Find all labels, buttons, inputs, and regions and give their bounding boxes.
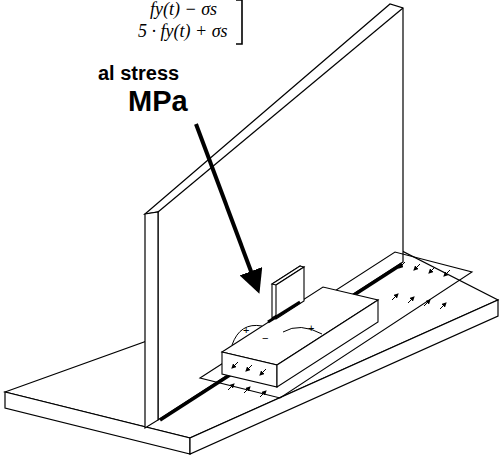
formula-line: 5 · fy(t) + σs (138, 22, 228, 42)
slot-cut (268, 302, 300, 322)
sign-label: − (262, 332, 268, 344)
specimen-block (222, 287, 378, 387)
stress-label: al stress (98, 62, 179, 84)
cut-region (200, 252, 472, 398)
pointer-arrow (196, 124, 258, 290)
vertical-plate (145, 4, 403, 428)
formula-bracket (236, 0, 242, 44)
formula-line: fy(t) − σs (150, 0, 217, 20)
sign-label: + (308, 322, 314, 334)
stress-arrow (228, 262, 450, 397)
unit-label: MPa (128, 86, 188, 118)
sign-label: + (243, 324, 249, 336)
